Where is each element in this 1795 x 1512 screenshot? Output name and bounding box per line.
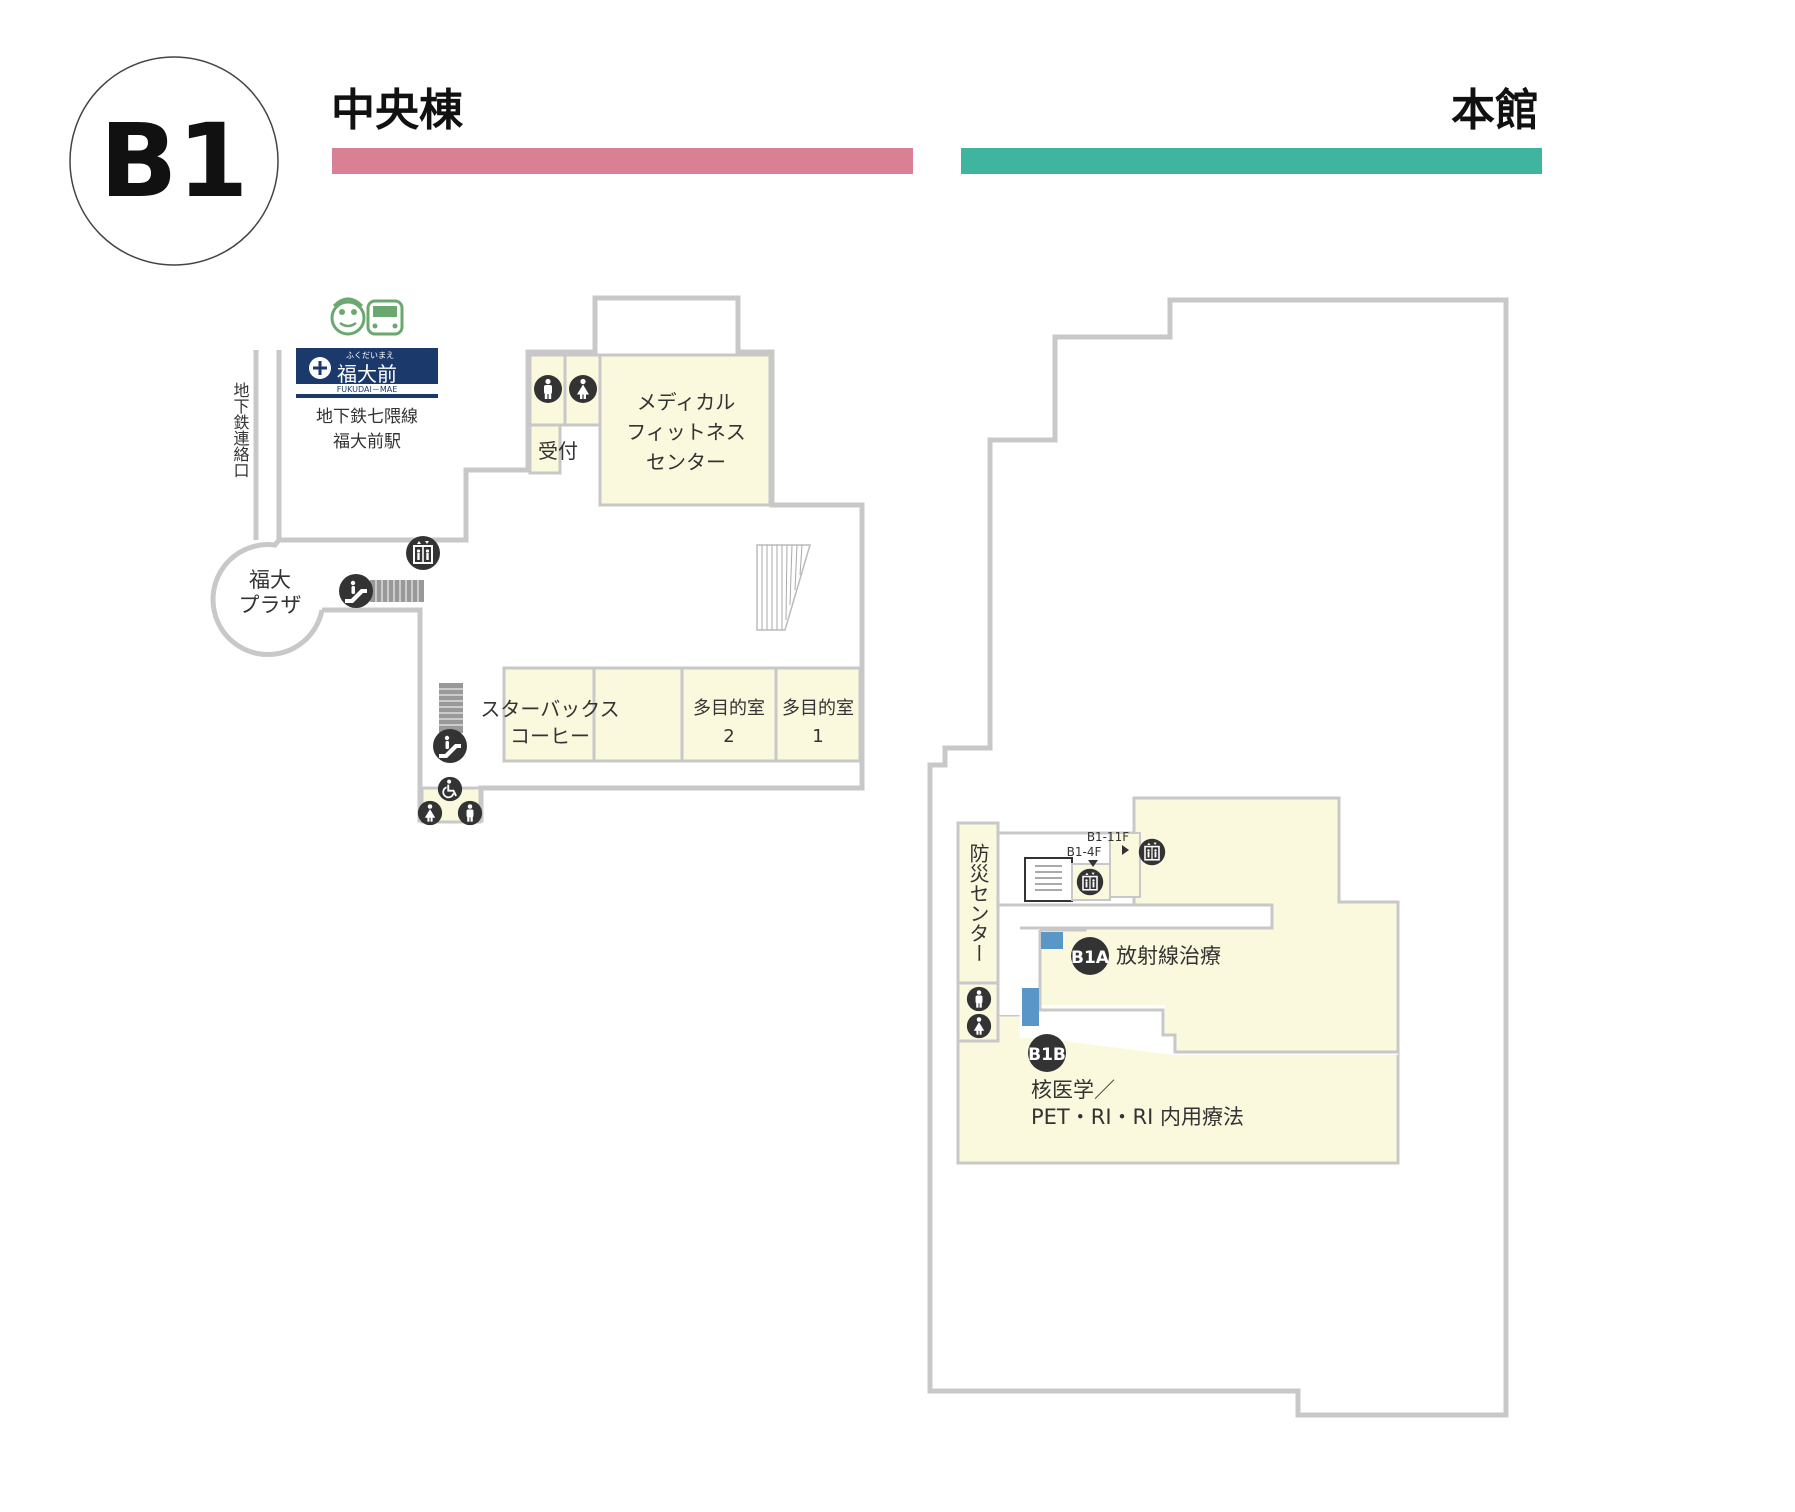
main-building-title: 本館 [1451, 85, 1539, 136]
disaster-center-label: 防災センター [966, 843, 990, 963]
station-line: 地下鉄七隈線 [316, 407, 418, 427]
multi1-label-1: 多目的室 [782, 698, 854, 719]
medical-fitness-center [598, 353, 772, 507]
elevator-icon [1076, 868, 1104, 896]
multipurpose-room-2 [680, 666, 778, 763]
reception-label: 受付 [538, 439, 578, 463]
fitness-label-2: フィットネス [626, 420, 746, 444]
b1a-label: 放射線治療 [1116, 944, 1221, 968]
station-kana: ふくだいまえ [346, 351, 394, 360]
disaster-center-room [956, 821, 1000, 985]
b1-corridor [998, 905, 1398, 1055]
blue-marker [1022, 988, 1039, 1026]
central-building-title: 中央棟 [331, 85, 464, 136]
stairs-icon [756, 544, 812, 631]
central-building-plan: 受付 メディカル フィットネス センター スターバックス コーヒー 多目的室 2… [210, 295, 865, 826]
elevator-b1-4f-label: B1-4F [1067, 845, 1102, 859]
mascot-icon [330, 297, 366, 336]
b1a-badge: B1A [1071, 937, 1110, 975]
plaza-label-1: 福大 [249, 568, 291, 592]
station-logo-icon [309, 357, 331, 379]
station-sign: ふくだいまえ 福大前 FUKUDAI－MAE 地下鉄七隈線 福大前駅 [296, 297, 438, 452]
multi1-label-2: 1 [812, 726, 823, 747]
arrow-right-icon [1122, 845, 1129, 855]
toilet-male-icon [966, 986, 992, 1012]
elevator-b1-11f-label: B1-11F [1087, 830, 1129, 844]
elevator-icon [1138, 838, 1166, 866]
fukudai-plaza [210, 538, 325, 657]
b1b-label-1: 核医学／ [1031, 1078, 1115, 1102]
escalator-icon [433, 729, 467, 763]
b1b-badge: B1B [1028, 1034, 1066, 1072]
wheelchair-icon [437, 776, 463, 802]
multipurpose-room-1 [774, 666, 862, 763]
toilet-female-icon [569, 375, 597, 403]
floor-badge: B1 [69, 56, 279, 266]
multi2-label-2: 2 [723, 726, 734, 747]
multi2-label-1: 多目的室 [693, 698, 765, 719]
floor-label: B1 [100, 102, 249, 221]
train-icon [366, 299, 404, 336]
escalator-vertical [439, 683, 463, 733]
svg-text:B1A: B1A [1071, 948, 1110, 968]
station-station-name: 福大前駅 [333, 432, 401, 452]
arrow-down-icon [1088, 860, 1098, 867]
station-romaji: FUKUDAI－MAE [337, 385, 398, 394]
reception-room [528, 423, 562, 475]
fitness-label-1: メディカル [637, 390, 736, 414]
toilet-male-icon [534, 375, 562, 403]
central-building-bar [332, 148, 913, 174]
starbucks-label-2: コーヒー [510, 724, 590, 748]
elevator-icon [405, 535, 441, 571]
station-name: 福大前 [337, 362, 397, 386]
fitness-label-3: センター [646, 450, 726, 474]
b1b-label-2: PET・RI・RI 内用療法 [1031, 1105, 1244, 1129]
blue-marker [1041, 932, 1063, 949]
toilet-female-icon [966, 1013, 992, 1039]
subway-exit-label: 地下鉄連絡口 [231, 382, 250, 478]
starbucks-label-1: スターバックス [480, 697, 619, 721]
svg-text:地下鉄連絡口: 地下鉄連絡口 [231, 382, 250, 478]
main-building-plan: 防災センター B1-11F B1-4F B1A 放射線治療 [927, 297, 1509, 1418]
toilet-female-icon [417, 800, 443, 826]
svg-text:B1B: B1B [1028, 1045, 1066, 1065]
main-building-bar [961, 148, 1542, 174]
escalator-horizontal [370, 580, 424, 602]
stairs-icon [1024, 857, 1073, 902]
plaza-label-2: プラザ [239, 593, 302, 617]
toilet-male-icon [457, 800, 483, 826]
escalator-icon [339, 574, 373, 608]
